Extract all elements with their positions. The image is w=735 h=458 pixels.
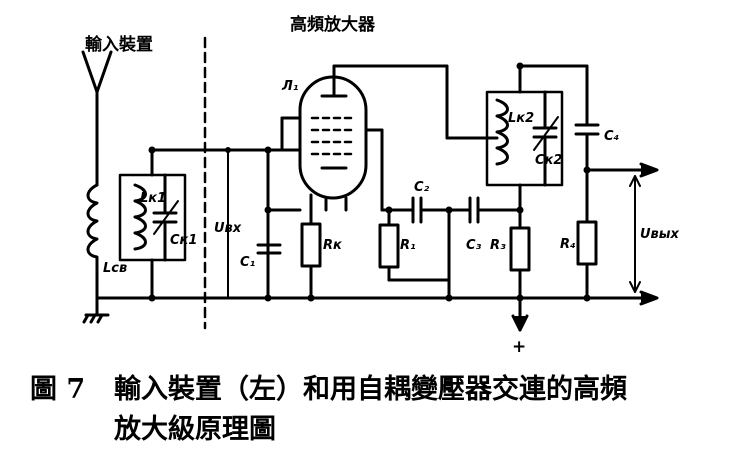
- input-coil-lk1: [133, 183, 147, 251]
- vacuum-tube-l1: [280, 75, 384, 212]
- output-arrow-top: [639, 162, 659, 178]
- output-tank-box: [485, 90, 564, 187]
- label-ck2: Cк2: [535, 153, 562, 168]
- circuit-schematic: 輸入裝置 高頻放大器 Л₁ Lк1 Cк1 Lсв Uвх C₁ Rк R₁ C…: [81, 14, 680, 357]
- capacitor-c1: [256, 243, 282, 255]
- label-tube: Л₁: [281, 79, 299, 94]
- section-label-amplifier: 高頻放大器: [290, 14, 376, 35]
- output-voltage-indicator: [629, 175, 641, 293]
- label-uvyx: Uвых: [640, 227, 680, 242]
- caption-line-1: 輸入裝置（左）和用自耦變壓器交連的高頻: [114, 374, 627, 405]
- output-capacitor-ck2: [532, 90, 559, 187]
- label-plus: +: [512, 337, 526, 357]
- label-lk2: Lк2: [508, 111, 534, 126]
- ground-symbol: [82, 296, 110, 324]
- resistor-r3: [509, 226, 531, 272]
- label-r4: R₄: [560, 237, 576, 252]
- section-label-input: 輸入裝置: [85, 34, 153, 55]
- label-c2: C₂: [414, 180, 430, 195]
- label-lk1: Lк1: [140, 191, 166, 206]
- label-c4: C₄: [604, 129, 620, 144]
- output-coil-lk2: [495, 98, 509, 166]
- caption-line-2: 放大級原理圖: [114, 414, 276, 445]
- label-c3: C₃: [466, 238, 482, 253]
- resistor-r4: [576, 220, 598, 266]
- input-capacitor-ck1: [152, 173, 179, 262]
- label-r1: R₁: [400, 238, 416, 253]
- junction-dots: [148, 62, 591, 302]
- label-ubx: Uвх: [214, 221, 242, 236]
- label-rk: Rк: [323, 238, 343, 253]
- resistor-r1: [378, 223, 400, 269]
- antenna-symbol: [81, 50, 113, 187]
- supply-arrow: [511, 314, 529, 332]
- label-r3: R₃: [490, 238, 506, 253]
- output-arrow-bottom: [639, 290, 659, 306]
- label-lcb: Lсв: [103, 261, 127, 276]
- resistor-rk: [300, 222, 322, 268]
- label-ck1: Cк1: [170, 233, 197, 248]
- figure-number: 圖 7: [30, 374, 86, 405]
- figure-caption: 圖 7 輸入裝置（左）和用自耦變壓器交連的高頻 放大級原理圖: [30, 370, 720, 450]
- coupling-coil: [86, 183, 99, 300]
- label-c1: C₁: [240, 255, 256, 270]
